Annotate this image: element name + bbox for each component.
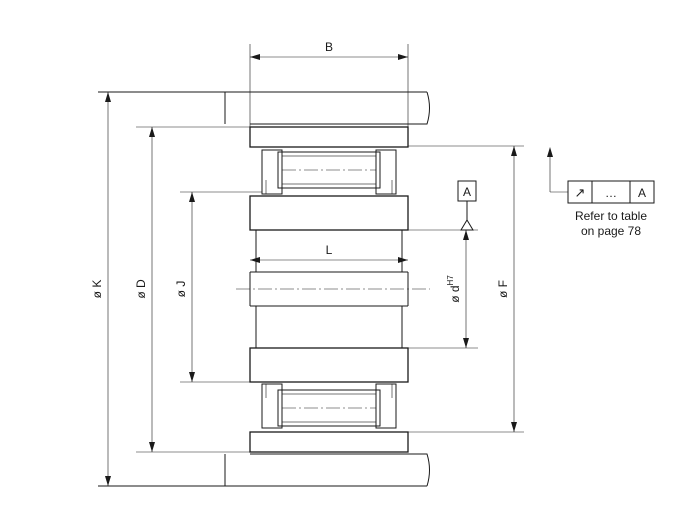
dimension-b bbox=[249, 44, 409, 127]
roller-assembly-bottom bbox=[261, 383, 397, 429]
tolerance-note-line1: Refer to table bbox=[575, 209, 647, 223]
dimension-d-outer-label: ø D bbox=[134, 279, 148, 299]
dimension-f bbox=[408, 145, 524, 433]
roller-assembly-top bbox=[261, 149, 397, 195]
dimension-k-label: ø K bbox=[90, 280, 104, 299]
tolerance-frame bbox=[567, 180, 655, 204]
tolerance-datum: A bbox=[638, 186, 646, 200]
dimension-f-label: ø F bbox=[496, 280, 510, 298]
tolerance-runout-icon: ↗ bbox=[575, 185, 586, 200]
tolerance-value: … bbox=[605, 186, 617, 200]
dimension-k bbox=[105, 92, 111, 486]
datum-label: A bbox=[463, 185, 471, 199]
outer-ring-top bbox=[249, 126, 409, 148]
tolerance-note-line2: on page 78 bbox=[581, 224, 641, 238]
dimension-l-label: L bbox=[326, 243, 333, 257]
dimension-l bbox=[250, 257, 408, 263]
bore-outline bbox=[249, 229, 409, 349]
dimension-j-label: ø J bbox=[174, 281, 188, 298]
inner-ring-top bbox=[249, 195, 409, 231]
outer-ring-bottom bbox=[249, 431, 409, 453]
tolerance-leader bbox=[547, 147, 568, 193]
housing-outline bbox=[98, 91, 430, 487]
inner-ring-bottom bbox=[249, 347, 409, 383]
dimension-b-label: B bbox=[325, 40, 333, 54]
dimension-d-outer bbox=[136, 126, 250, 453]
dimension-d-bore-label: ø dH7 bbox=[446, 275, 462, 303]
dimension-j bbox=[180, 191, 262, 383]
datum-symbol bbox=[457, 180, 477, 231]
